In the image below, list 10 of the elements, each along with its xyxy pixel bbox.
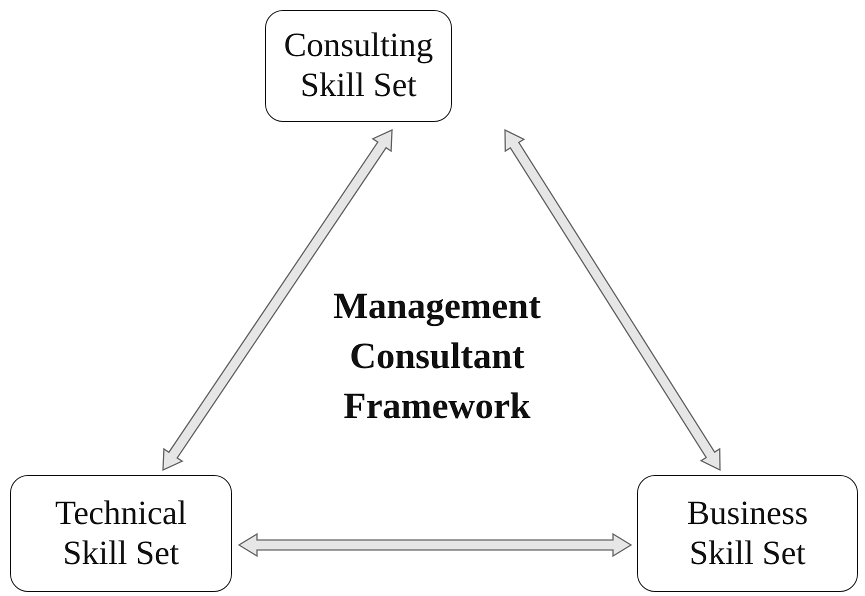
box-label: Business Skill Set: [686, 494, 809, 574]
rounded-box: [265, 10, 452, 122]
double-arrow: [238, 532, 632, 558]
rounded-box: [637, 475, 858, 592]
rounded-box: [10, 475, 232, 592]
diagram-title: Management Consultant Framework: [332, 285, 542, 429]
box-label: Consulting Skill Set: [284, 26, 434, 106]
double-arrow: [162, 128, 393, 472]
box-label: Technical Skill Set: [54, 494, 188, 574]
double-arrow: [504, 128, 721, 472]
